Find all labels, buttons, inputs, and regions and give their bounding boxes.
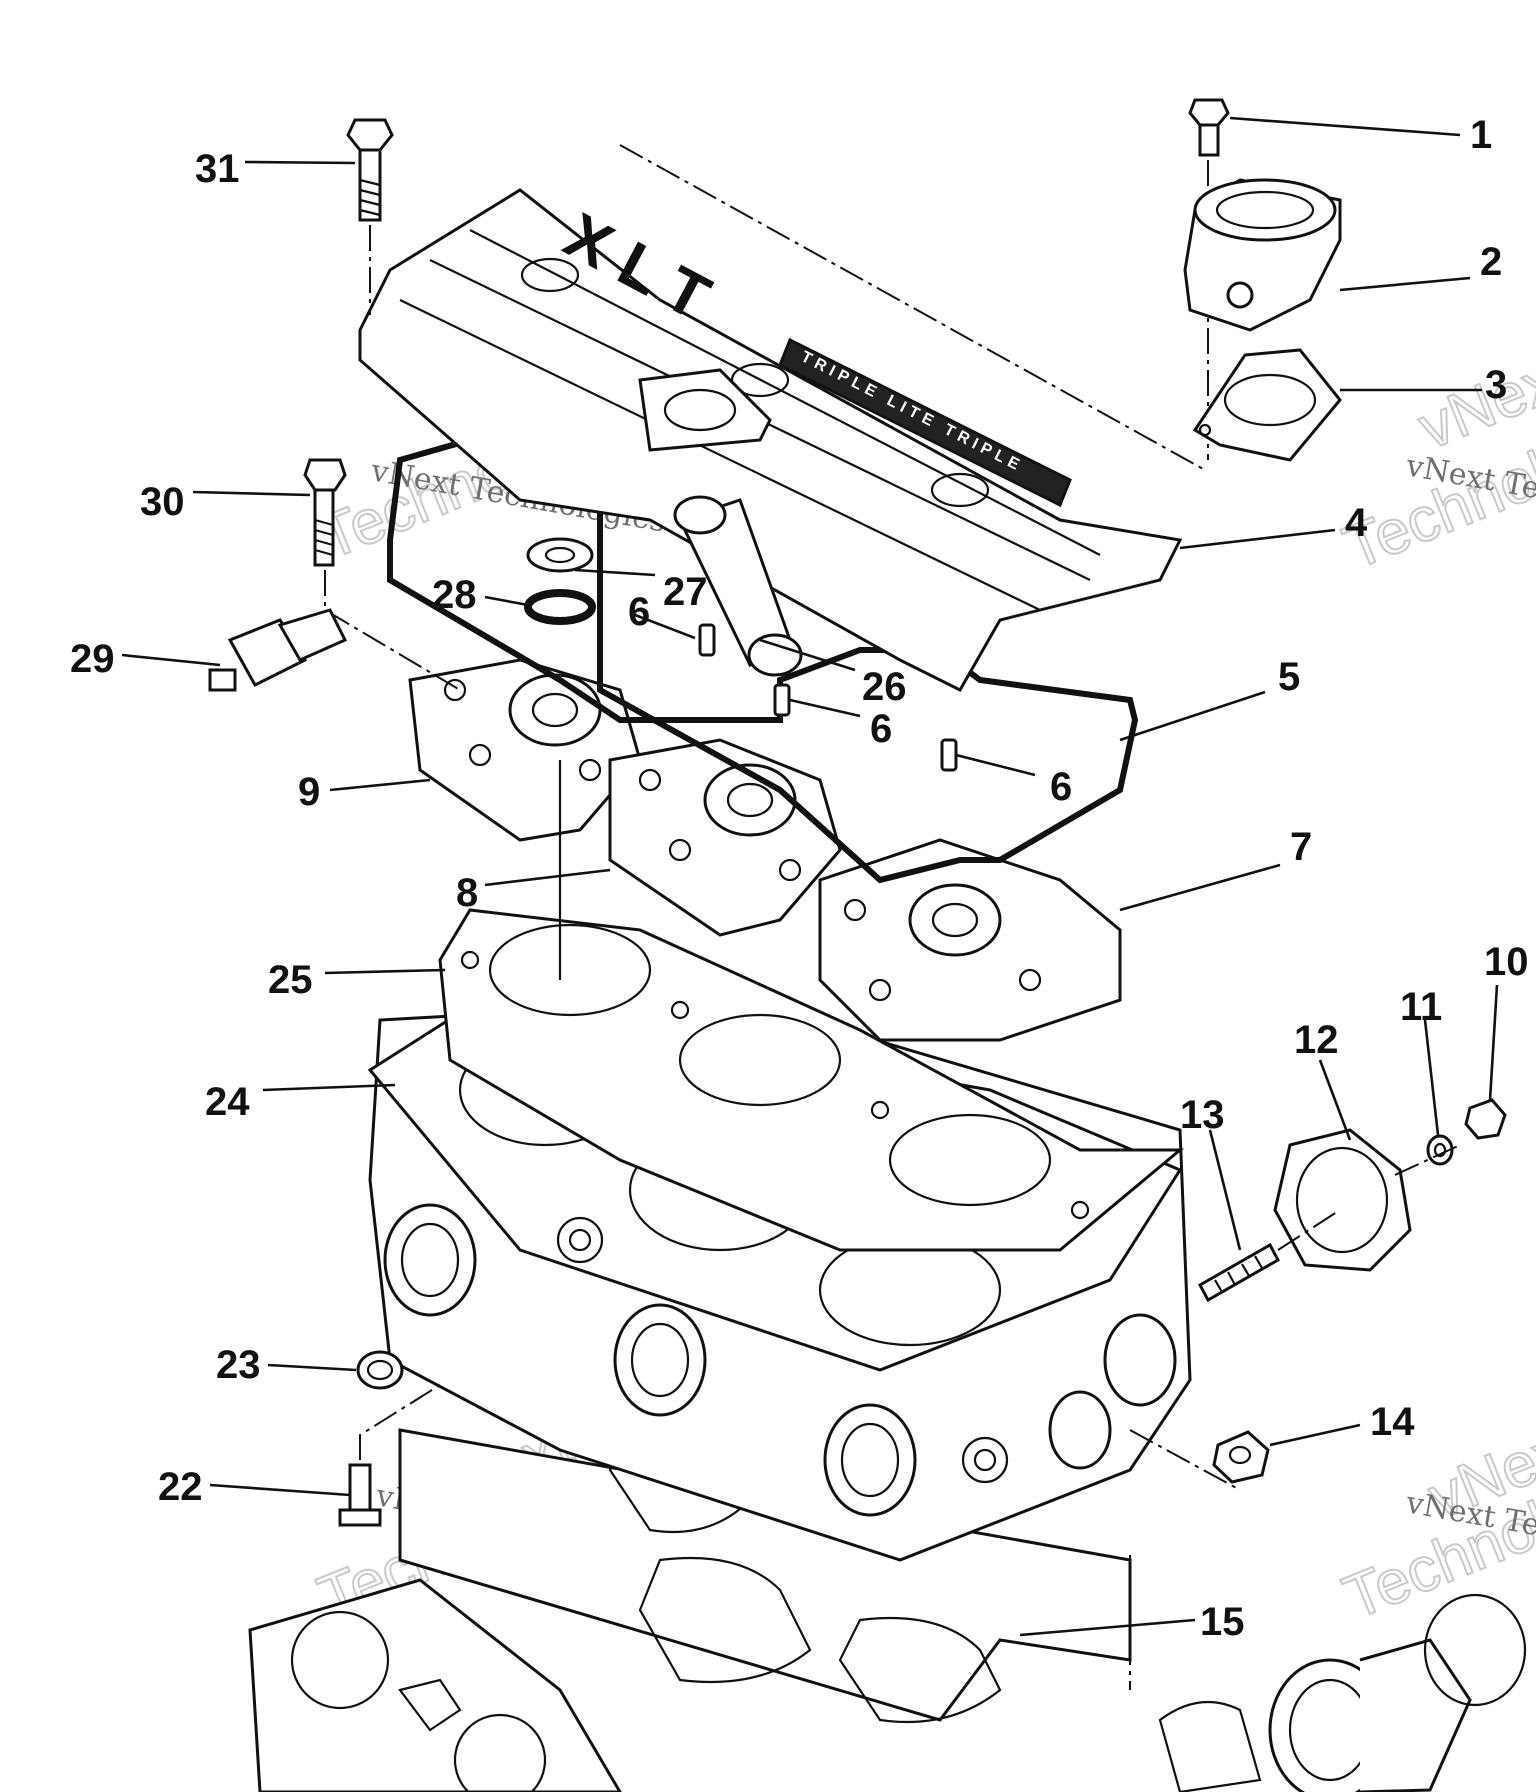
callout-24: 24 — [205, 1080, 250, 1124]
callout-30: 30 — [140, 480, 185, 524]
callout-3: 3 — [1485, 363, 1507, 407]
callout-31: 31 — [195, 147, 240, 191]
cylinder-head-left — [408, 658, 642, 842]
dowel-pin-6c — [940, 738, 958, 772]
callout-11: 11 — [1400, 985, 1442, 1029]
o-ring-28 — [524, 589, 596, 625]
callout-12: 12 — [1294, 1018, 1339, 1062]
thermostat-housing-2 — [1183, 178, 1342, 332]
callout-7: 7 — [1290, 825, 1312, 869]
stud-13 — [1197, 1209, 1341, 1303]
callout-5: 5 — [1278, 655, 1300, 699]
lower-left-gasket — [248, 1578, 622, 1792]
nut-14 — [1212, 1430, 1270, 1484]
callout-25: 25 — [268, 958, 313, 1002]
callout-2: 2 — [1480, 240, 1502, 284]
intake-boot — [1158, 1593, 1527, 1792]
callout-15: 15 — [1200, 1600, 1245, 1644]
base-gasket — [398, 1416, 1132, 1724]
cover-plate-12 — [1273, 1128, 1461, 1272]
callout-10: 10 — [1484, 940, 1529, 984]
alignment-line-14 — [1129, 1429, 1241, 1491]
callout-6b: 6 — [870, 707, 892, 751]
callout-27: 27 — [663, 570, 708, 614]
callout-23: 23 — [216, 1343, 261, 1387]
callout-13: 13 — [1180, 1093, 1225, 1137]
callout-4: 4 — [1345, 501, 1368, 545]
manifold-gasket-loop — [387, 416, 1139, 884]
bolt-31 — [346, 118, 394, 315]
plug-23 — [356, 1350, 404, 1390]
watermark-bottom-right: vNext Technologies vNext Technologies — [1333, 1409, 1536, 1634]
dowel-pin-6b — [773, 683, 791, 717]
callout-8: 8 — [456, 871, 478, 915]
fitting-22 — [338, 1384, 441, 1527]
cylinder-head-right — [818, 838, 1122, 1042]
alignment-line-top — [619, 144, 1206, 471]
leader-lines — [121, 116, 1499, 1637]
head-gasket — [438, 908, 1185, 1252]
cylinder-head-center — [608, 738, 842, 937]
callout-6c: 6 — [1050, 765, 1072, 809]
callout-6a: 6 — [628, 590, 650, 634]
dowel-pin-6a — [698, 623, 716, 657]
callout-28: 28 — [432, 573, 477, 617]
callout-26: 26 — [862, 665, 907, 709]
callout-22: 22 — [158, 1465, 203, 1509]
temp-sensor-29 — [208, 608, 348, 692]
nut-10 — [1464, 1098, 1507, 1140]
cylinder-cover: XLT TRIPLE LITE TRIPLE — [358, 188, 1183, 692]
washer-27 — [526, 537, 594, 573]
thermostat-gasket-3 — [1192, 348, 1342, 462]
bolt-30 — [303, 458, 461, 691]
callout-1: 1 — [1470, 113, 1492, 157]
callout-labels: 1 2 3 4 5 6 6 6 7 8 9 10 11 12 13 14 15 … — [70, 113, 1529, 1644]
callout-9: 9 — [298, 770, 320, 814]
callout-29: 29 — [70, 637, 115, 681]
callout-14: 14 — [1370, 1400, 1415, 1444]
